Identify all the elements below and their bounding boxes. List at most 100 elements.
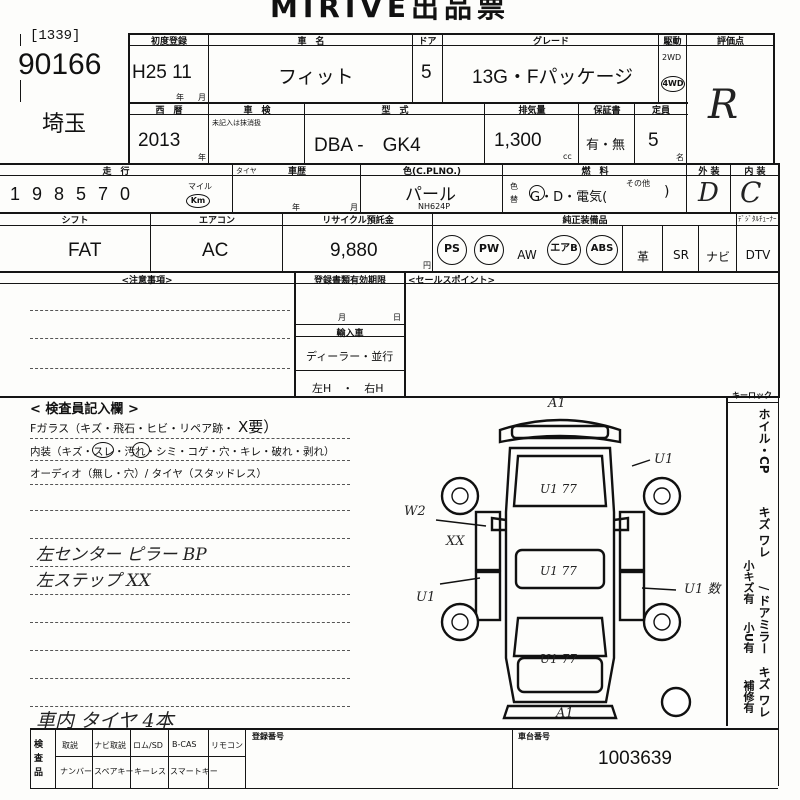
grade-label: グレード — [532, 37, 569, 47]
footer-remote: リモコン — [211, 741, 243, 750]
chassis-value: 1003639 — [598, 748, 672, 769]
audio-line: オーディオ（無し・穴）/ タイヤ（スタッドレス） — [30, 468, 267, 480]
grade-value: 13G・Fパッケージ — [472, 67, 634, 88]
displacement-unit: cc — [563, 152, 572, 161]
shift-label: シフト — [61, 216, 89, 226]
equip-airbag: エアB — [547, 235, 581, 265]
damage-w2: W2 — [404, 504, 426, 519]
score-value: R — [708, 82, 739, 128]
fuel-close: ) — [664, 184, 670, 200]
doors-value: 5 — [421, 62, 432, 83]
interior-value: C — [740, 176, 762, 209]
equip-pw: PW — [474, 235, 504, 265]
lifecycle-year: 年 — [292, 203, 300, 212]
side-note-mirror: / ドアミラー — [757, 586, 771, 655]
fuel-value: G・D・電気( — [530, 190, 608, 205]
equip-dtv: DTV — [745, 248, 771, 262]
side-note-small-scratch: 小キズ有 — [742, 560, 755, 604]
handle-option: 左H ・ 右H — [312, 382, 384, 395]
color-label: 色(C.PLNO.) — [403, 167, 461, 177]
equip-navi: ナビ — [705, 250, 730, 264]
inspection-note: 未記入は抹消扱 — [212, 119, 261, 127]
footer-bcas: B-CAS — [172, 740, 197, 749]
drive-label: 駆動 — [663, 37, 682, 47]
lifecycle-month: 月 — [350, 203, 358, 212]
lifecycle-check: タイヤ — [236, 167, 257, 175]
lot-bracket: [1339] — [30, 28, 81, 44]
lot-number: 90166 — [18, 48, 102, 81]
side-note-wheel: ホイル・CP — [757, 408, 771, 474]
equip-aw: AW — [517, 248, 537, 262]
side-note-mirror-damage: キズ ワレ — [757, 666, 771, 719]
registration-day: 日 — [393, 313, 401, 322]
color-value: パール — [405, 185, 456, 205]
mileage-label: 走 行 — [102, 167, 130, 177]
damage-a1-bottom: A1 — [556, 706, 574, 721]
equip-ps: PS — [437, 235, 467, 265]
equip-abs: ABS — [586, 235, 618, 265]
glass-mark: X要） — [238, 418, 279, 436]
drive-4wd: 4WD — [661, 76, 685, 92]
side-note-small-u: 小U有 — [742, 622, 755, 653]
import-label: 輸入車 — [336, 329, 364, 339]
damage-u1-right: U1 — [654, 452, 674, 467]
fuel-other-label: その他 — [626, 179, 650, 188]
dealer-option: ディーラー・並行 — [306, 350, 394, 363]
mileage-unit-mile: マイル — [188, 182, 212, 191]
registration-month: 月 — [338, 313, 346, 322]
handwritten-note-2: 左ステップ XX — [36, 571, 151, 591]
equipment-extra-label: ﾃﾞｼﾞﾀﾙﾁｭｰﾅｰ — [738, 215, 777, 223]
region: 埼玉 — [42, 112, 87, 137]
reg-month-suffix: 月 — [198, 93, 206, 102]
glass-line: Fガラス（キズ・飛石・ヒビ・リペア跡・ — [30, 422, 235, 435]
reg-label: 初度登録 — [150, 37, 187, 47]
inspector-label: < 検査員記入欄 > — [30, 402, 139, 417]
handwritten-note-1: 左センター ピラー BP — [36, 545, 207, 565]
recycle-value: 9,880 — [330, 240, 378, 261]
warranty-label: 保証書 — [593, 106, 621, 116]
equip-sr: SR — [673, 248, 689, 262]
recycle-label: リサイクル預託金 — [322, 216, 394, 226]
aircon-value: AC — [202, 240, 229, 261]
capacity-label: 定員 — [651, 106, 670, 116]
displacement-label: 排気量 — [518, 106, 546, 116]
recycle-unit: 円 — [423, 261, 431, 270]
sales-point-label: <セールスポイント> — [408, 276, 496, 286]
footer-number: ナンバー — [60, 767, 92, 776]
page-title: MIRIVE出品票 — [270, 0, 511, 24]
damage-u1-77-bot: U1 77 — [540, 652, 577, 666]
exterior-label: 外 装 — [698, 167, 720, 177]
footer-navi-manual: ナビ取説 — [94, 741, 126, 750]
damage-u1-77-top: U1 77 — [540, 482, 577, 496]
damage-u1-rear: U1 数 — [684, 582, 721, 597]
capacity-unit: 名 — [676, 153, 684, 162]
damage-u1-left: U1 — [416, 590, 436, 605]
damage-u1-77-mid: U1 77 — [540, 564, 577, 578]
interior-label: 内 装 — [744, 167, 766, 177]
type-value: DBA - GK4 — [314, 135, 421, 156]
color-code: NH624P — [418, 202, 451, 211]
footer-keyless: キーレス — [134, 767, 166, 776]
displacement-value: 1,300 — [494, 130, 542, 151]
fuel-label: 燃 料 — [581, 167, 609, 177]
notes-label: <注意事項> — [121, 276, 173, 286]
warranty-value: 有・無 — [586, 138, 626, 153]
car-name-value: フィット — [278, 67, 354, 88]
chassis-label: 車台番号 — [518, 732, 550, 741]
type-label: 型 式 — [381, 106, 409, 116]
side-note-wheel-damage: キズ ワレ — [757, 506, 771, 559]
inspect-label: 検査品 — [34, 740, 44, 778]
reg-year-suffix: 年 — [176, 93, 184, 102]
mileage-digits: 198570 — [10, 184, 143, 204]
footer-smart-key: スマートキー — [170, 767, 218, 776]
model-year-label: 西 暦 — [155, 106, 183, 116]
score-label: 評価点 — [716, 37, 744, 47]
inspection-label: 車 検 — [243, 106, 271, 116]
color-side-label: 色 替 — [510, 182, 518, 204]
handwritten-note-3: 車内 タイヤ 4本 — [36, 710, 174, 732]
equipment-label: 純正装備品 — [562, 216, 608, 226]
shift-value: FAT — [68, 240, 102, 261]
mileage-unit-km: Km — [186, 194, 210, 208]
registration-label: 登録書類有効期限 — [313, 276, 386, 286]
footer-spare-key: スペアキー — [94, 767, 134, 776]
